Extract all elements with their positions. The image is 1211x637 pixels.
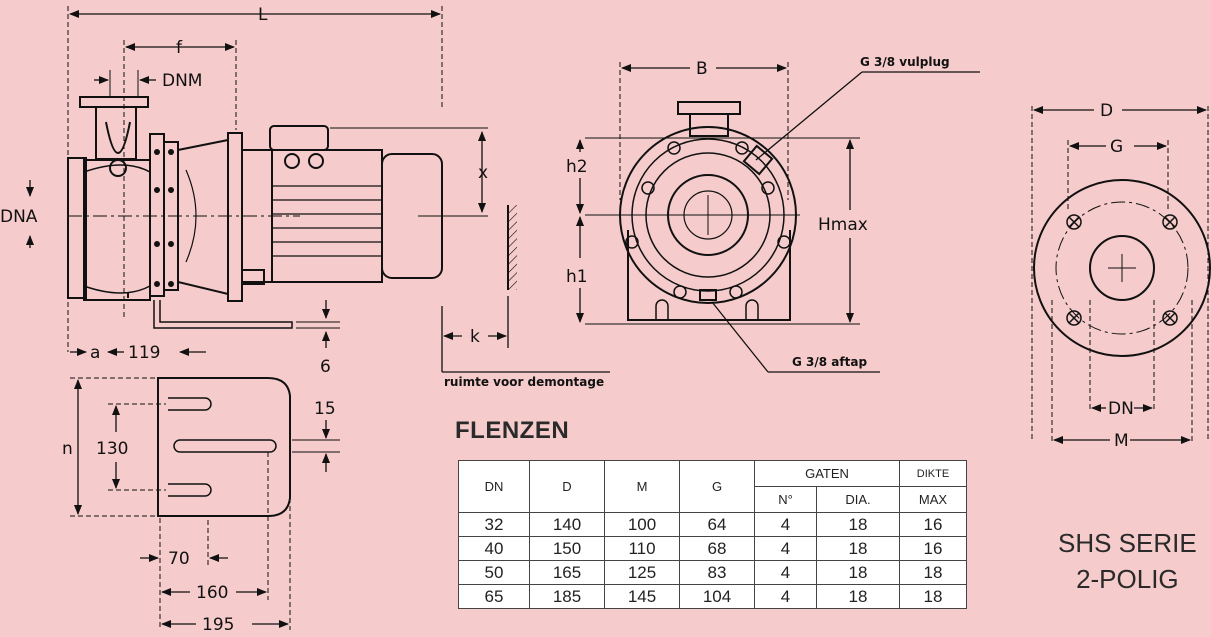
pump-side-view (67, 6, 517, 352)
dim-Hmax: Hmax (818, 215, 868, 235)
dim-119: 119 (128, 343, 160, 363)
dim-70: 70 (168, 549, 190, 569)
dim-h1: h1 (566, 267, 588, 287)
cell: 4 (754, 584, 817, 609)
cell: 50 (458, 560, 530, 585)
cell: 100 (604, 512, 680, 537)
dim-15: 15 (314, 399, 336, 419)
cell: 16 (899, 536, 967, 561)
dim-DNM: DNM (162, 71, 202, 91)
cell: 83 (679, 560, 755, 585)
flange-view (1031, 106, 1211, 444)
cell: 104 (679, 584, 755, 609)
header-g: G (679, 460, 755, 513)
cell: 125 (604, 560, 680, 585)
callout-demontage: ruimte voor demontage (444, 375, 604, 389)
cell: 140 (529, 512, 605, 537)
dim-M: M (1114, 431, 1129, 451)
cell: 16 (899, 512, 967, 537)
series-label: SHS SERIE 2-POLIG (1058, 525, 1197, 597)
cell: 18 (899, 560, 967, 585)
callout-aftap: G 3/8 aftap (792, 355, 867, 369)
cell: 150 (529, 536, 605, 561)
header-n: N° (754, 486, 817, 513)
dim-G: G (1110, 137, 1123, 157)
cell: 185 (529, 584, 605, 609)
dim-DN: DN (1108, 399, 1134, 419)
cell: 18 (899, 584, 967, 609)
header-m: M (604, 460, 680, 513)
cell: 18 (816, 584, 900, 609)
dim-160: 160 (196, 583, 228, 603)
dim-k: k (470, 327, 480, 347)
callout-vulplug: G 3/8 vulplug (860, 55, 950, 69)
dim-x: x (478, 163, 488, 183)
header-d: D (529, 460, 605, 513)
dim-a: a (90, 343, 100, 363)
header-max: MAX (899, 486, 967, 513)
cell: 32 (458, 512, 530, 537)
cell: 165 (529, 560, 605, 585)
cell: 65 (458, 584, 530, 609)
cell: 18 (816, 512, 900, 537)
header-dikte: DIKTE (899, 460, 967, 487)
side-view-dimensions (26, 10, 610, 373)
table-title: FLENZEN (455, 417, 570, 444)
series-line-1: SHS SERIE (1058, 528, 1197, 558)
dim-L: L (258, 5, 268, 25)
dim-B: B (696, 59, 708, 79)
cell: 145 (604, 584, 680, 609)
dim-195: 195 (202, 615, 234, 635)
cell: 110 (604, 536, 680, 561)
foot-bracket-drawing (70, 377, 340, 630)
dim-6: 6 (320, 357, 331, 377)
series-line-2: 2-POLIG (1076, 564, 1179, 594)
header-gaten: GATEN (754, 460, 900, 487)
dim-n: n (62, 439, 73, 459)
dim-130: 130 (96, 439, 128, 459)
front-view-dimensions (576, 64, 854, 323)
pump-front-view (585, 62, 980, 373)
cell: 64 (679, 512, 755, 537)
cell: 18 (816, 536, 900, 561)
cell: 4 (754, 536, 817, 561)
cell: 68 (679, 536, 755, 561)
dim-h2: h2 (566, 157, 588, 177)
cell: 40 (458, 536, 530, 561)
dim-D: D (1100, 101, 1113, 121)
dim-DNA: DNA (0, 207, 38, 227)
foot-bracket-dimensions (74, 379, 330, 628)
flange-view-dimensions (1033, 106, 1207, 444)
header-dn: DN (458, 460, 530, 513)
dim-f: f (176, 38, 183, 58)
cell: 18 (816, 560, 900, 585)
header-dia: DIA. (816, 486, 900, 513)
cell: 4 (754, 512, 817, 537)
cell: 4 (754, 560, 817, 585)
